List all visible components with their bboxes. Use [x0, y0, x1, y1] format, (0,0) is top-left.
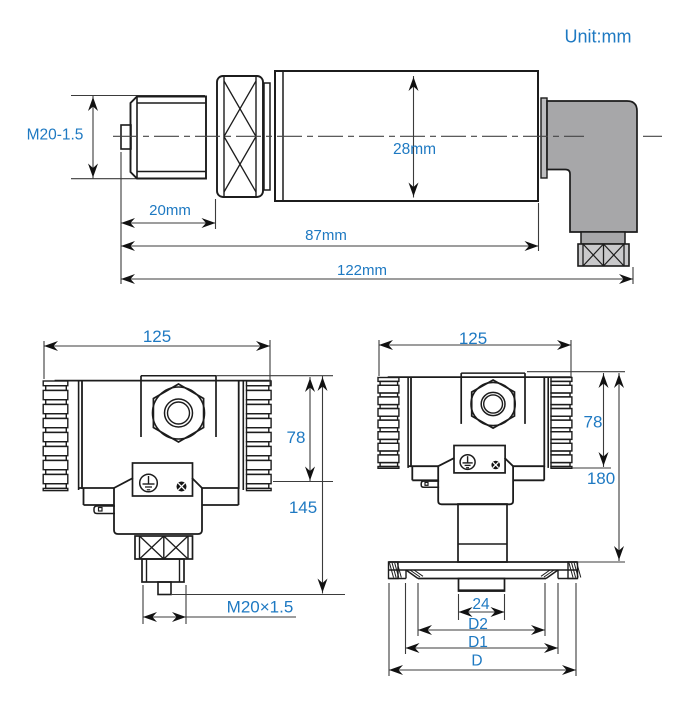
svg-text:180: 180 [587, 469, 615, 488]
svg-text:122mm: 122mm [337, 262, 387, 279]
svg-text:D: D [471, 653, 482, 670]
svg-text:78: 78 [287, 428, 306, 447]
svg-text:M20-1.5: M20-1.5 [27, 127, 84, 144]
svg-text:D1: D1 [468, 634, 488, 651]
svg-text:145: 145 [289, 498, 317, 517]
svg-text:24: 24 [472, 596, 490, 613]
svg-text:Unit:mm: Unit:mm [565, 27, 632, 47]
svg-text:M20×1.5: M20×1.5 [227, 598, 294, 617]
svg-text:D2: D2 [468, 616, 488, 633]
svg-text:28mm: 28mm [393, 141, 436, 158]
svg-text:125: 125 [459, 329, 487, 348]
svg-text:20mm: 20mm [149, 202, 191, 219]
svg-text:78: 78 [584, 413, 603, 432]
svg-text:125: 125 [143, 327, 171, 346]
svg-text:87mm: 87mm [305, 227, 347, 244]
